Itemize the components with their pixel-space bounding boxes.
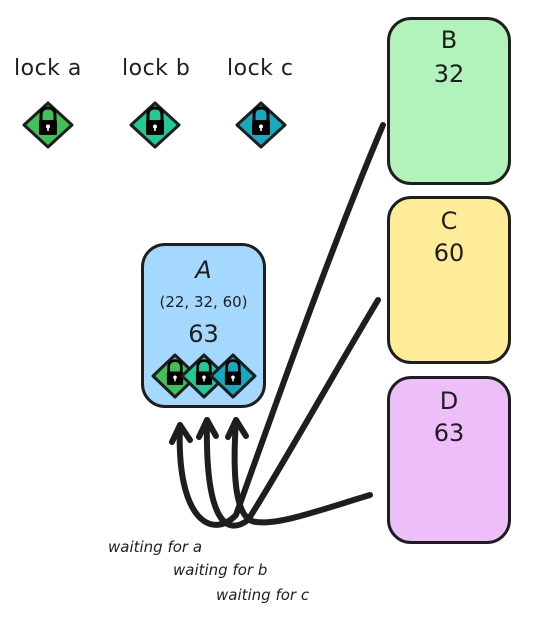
lock-c-label: lock c bbox=[227, 56, 294, 81]
arrow-d-to-a bbox=[231, 417, 373, 526]
box-b-title: B bbox=[440, 26, 458, 54]
held-lock-c-icon bbox=[209, 353, 257, 399]
lock-a-icon bbox=[22, 101, 74, 149]
lock-a-label: lock a bbox=[14, 56, 82, 81]
arrow-c-to-a bbox=[203, 297, 381, 529]
box-d-title: D bbox=[439, 387, 459, 415]
box-c: C 60 bbox=[387, 196, 511, 364]
box-a-value: 63 bbox=[188, 320, 219, 348]
arrow-b-to-a bbox=[176, 122, 386, 528]
box-a-title: A bbox=[195, 256, 212, 284]
box-d-value: 63 bbox=[433, 419, 465, 447]
box-b-value: 32 bbox=[433, 60, 465, 88]
box-b: B 32 bbox=[387, 17, 511, 185]
waiting-for-b-label: waiting for b bbox=[173, 561, 268, 579]
box-a-tuple: (22, 32, 60) bbox=[159, 293, 248, 311]
lock-b-icon bbox=[129, 101, 181, 149]
waiting-for-c-label: waiting for c bbox=[216, 586, 310, 604]
box-c-title: C bbox=[440, 207, 458, 235]
waiting-for-a-label: waiting for a bbox=[108, 538, 203, 556]
box-c-value: 60 bbox=[433, 239, 465, 267]
box-d: D 63 bbox=[387, 376, 511, 544]
lock-b-label: lock b bbox=[122, 56, 191, 81]
lock-c-icon bbox=[235, 101, 287, 149]
